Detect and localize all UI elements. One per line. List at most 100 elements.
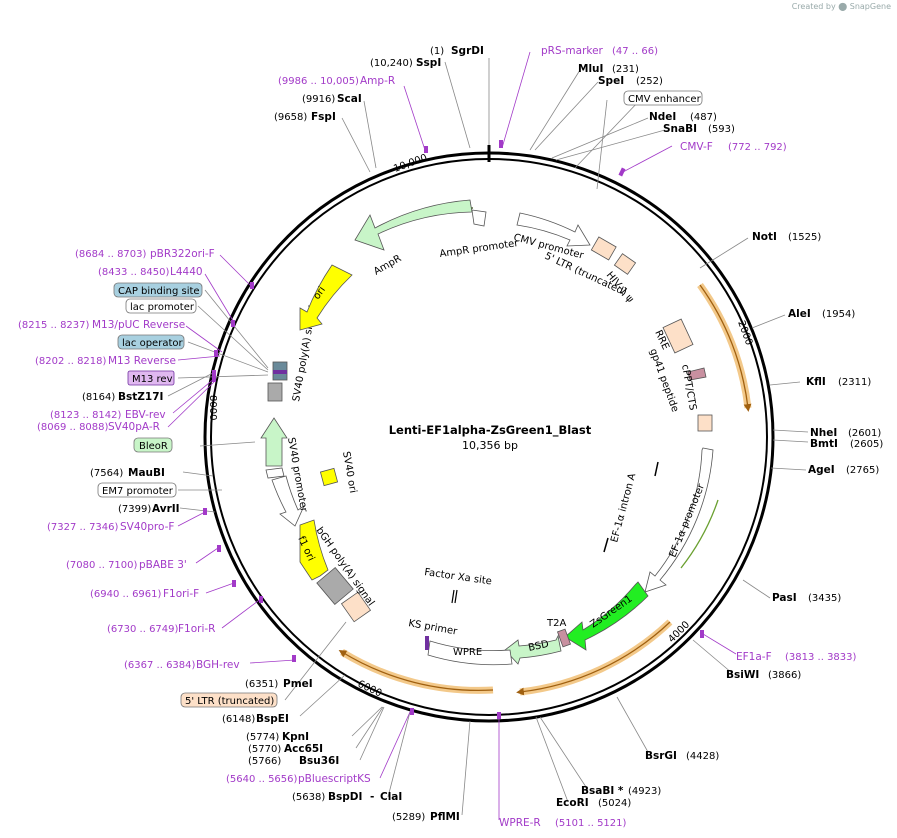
enzyme-pos-agei: (2765) [846, 465, 879, 476]
enzyme-bsu36i[interactable]: Bsu36I [299, 755, 339, 767]
enzyme-pos-sgrdi: (1) [430, 46, 444, 57]
enzyme-pos-bspei: (6148) [222, 714, 255, 725]
primer-m13-reverse[interactable]: M13 Reverse [108, 355, 176, 367]
sv40-polya-box [267, 382, 283, 402]
enzyme-alei[interactable]: AleI [788, 308, 811, 320]
enzyme-spei[interactable]: SpeI [598, 75, 624, 87]
m13-rev-box[interactable] [127, 370, 175, 386]
cmv-enhancer-box[interactable] [623, 90, 703, 106]
lac-promoter-box[interactable] [125, 298, 197, 314]
primer-pos-amp-r: (9986 .. 10,005) [278, 76, 359, 87]
intron-mark-2 [603, 537, 609, 553]
enzyme-pflmi[interactable]: PflMI [430, 811, 460, 823]
primer-pos-f1ori-r: (6730 .. 6749) [107, 624, 179, 635]
tick-10000: 10,000 [392, 153, 429, 175]
plasmid-size: 10,356 bp [462, 439, 518, 452]
primer-pbabe3[interactable]: pBABE 3' [139, 559, 187, 571]
primer-prs-marker[interactable]: pRS-marker [541, 45, 604, 57]
enzyme-noti[interactable]: NotI [752, 231, 777, 243]
primer-pos-sv40pro-f: (7327 .. 7346) [47, 522, 119, 533]
enzyme-maubi[interactable]: MauBI [128, 467, 165, 479]
enzyme-bsiwi[interactable]: BsiWI [726, 669, 759, 681]
enzyme-bmti[interactable]: BmtI [810, 438, 838, 450]
primer-pos-f1ori-f: (6940 .. 6961) [90, 589, 162, 600]
enzyme-pos-bsiwi: (3866) [768, 670, 801, 681]
cap-binding-site-box[interactable] [113, 282, 203, 298]
bleor-box[interactable] [133, 437, 173, 453]
enzyme-pos-acc65i: (5770) [248, 744, 281, 755]
wpre-box [427, 640, 513, 666]
primer-pbr322ori-f[interactable]: pBR322ori-F [150, 248, 215, 260]
enzyme-acc65i[interactable]: Acc65I [284, 743, 323, 755]
wpre-label: WPRE [453, 647, 482, 658]
bleor-arrow [260, 417, 288, 467]
em7-promoter-box[interactable] [97, 482, 177, 498]
tick-6000: 6000 [356, 679, 384, 700]
enzyme-pos-bsabi: (4923) [628, 786, 661, 797]
enzyme-bsabi[interactable]: BsaBI * [581, 785, 624, 797]
primer-wpre-r[interactable]: WPRE-R [499, 817, 541, 829]
primer-bgh-rev[interactable]: BGH-rev [196, 659, 240, 671]
enzyme-nhei[interactable]: NheI [810, 427, 837, 439]
primer-sv40pro-f[interactable]: SV40pro-F [120, 521, 174, 533]
enzyme-bsrgi[interactable]: BsrGI [645, 750, 677, 762]
hiv-psi-box [613, 253, 637, 275]
enzyme-pos-snabi: (593) [708, 124, 735, 135]
enzyme-pos-mlui: (231) [612, 64, 639, 75]
enzyme-pos-alei: (1954) [822, 309, 855, 320]
lac-operator-box[interactable] [117, 334, 185, 350]
enzyme-mlui[interactable]: MluI [578, 63, 603, 75]
enzyme-kfli[interactable]: KflI [806, 376, 826, 388]
enzyme-agei[interactable]: AgeI [808, 464, 835, 476]
primer-pos-ef1a-f: (3813 .. 3833) [785, 652, 857, 663]
enzyme-fspi[interactable]: FspI [311, 111, 336, 123]
primer-l4440[interactable]: L4440 [170, 266, 203, 278]
enzyme-sgrdi[interactable]: SgrDI [451, 45, 484, 57]
primer-pos-m13-reverse: (8202 .. 8218) [35, 356, 107, 367]
enzyme-pos-ndei: (487) [690, 112, 717, 123]
primer-amp-r[interactable]: Amp-R [360, 75, 395, 87]
primer-pos-ebv-rev: (8123 .. 8142) [50, 410, 122, 421]
primer-cmv-f[interactable]: CMV-F [680, 141, 713, 153]
primer-pos-sv40pa-r: (8069 .. 8088) [37, 422, 109, 433]
enzyme-kpni[interactable]: KpnI [282, 731, 309, 743]
enzyme-pos-bspdi: (5638) [292, 792, 325, 803]
primer-ebv-rev[interactable]: EBV-rev [125, 409, 166, 421]
enzyme-pos-bstz17i: (8164) [82, 392, 115, 403]
enzyme-pasi[interactable]: PasI [772, 592, 797, 604]
cmv-promoter-arrow [516, 212, 591, 247]
enzyme-bspdi[interactable]: BspDI [328, 791, 362, 803]
ltr5-truncated-box[interactable] [180, 692, 278, 708]
enzyme-snabi[interactable]: SnaBI [663, 123, 697, 135]
primer-f1ori-f[interactable]: F1ori-F [163, 588, 199, 600]
primer-pbluescriptks[interactable]: pBluescriptKS [298, 773, 371, 785]
enzyme-clai[interactable]: ClaI [380, 791, 402, 803]
enzyme-pos-kpni: (5774) [246, 732, 279, 743]
cap-binding-site-label: CAP binding site [118, 286, 200, 297]
primer-ef1a-f[interactable]: EF1a-F [736, 651, 772, 663]
ori-arrow [299, 264, 353, 331]
ampr-label: AmpR [372, 253, 403, 277]
bgh-grey-box [316, 566, 354, 606]
enzyme-avrii[interactable]: AvrII [152, 503, 180, 515]
enzyme-bstz17i[interactable]: BstZ17I [118, 391, 163, 403]
sv40-ori-label: SV40 ori [340, 451, 358, 494]
enzyme-pmei[interactable]: PmeI [283, 678, 313, 690]
enzyme-pos-noti: (1525) [788, 232, 821, 243]
primer-sv40pa-r[interactable]: SV40pA-R [108, 421, 160, 433]
primer-m13-puc-reverse[interactable]: M13/pUC Reverse [92, 319, 185, 331]
primer-f1ori-r[interactable]: F1ori-R [178, 623, 215, 635]
lac-promoter-label: lac promoter [130, 302, 195, 313]
ks-primer-mark [425, 636, 429, 650]
t2a-box [556, 628, 572, 648]
enzyme-bspei[interactable]: BspEI [256, 713, 289, 725]
enzyme-sspi[interactable]: SspI [416, 57, 441, 69]
plasmid-name: Lenti-EF1alpha-ZsGreen1_Blast [389, 423, 592, 438]
enzyme-ecori[interactable]: EcoRI [556, 797, 589, 809]
leader-lines [167, 58, 809, 816]
enzyme-ndei[interactable]: NdeI [649, 111, 676, 123]
enzyme-scai[interactable]: ScaI [337, 93, 362, 105]
primer-pos-cmv-f: (772 .. 792) [728, 142, 787, 153]
ks-primer-label: KS primer [407, 618, 458, 638]
t2a-label: T2A [546, 618, 566, 629]
